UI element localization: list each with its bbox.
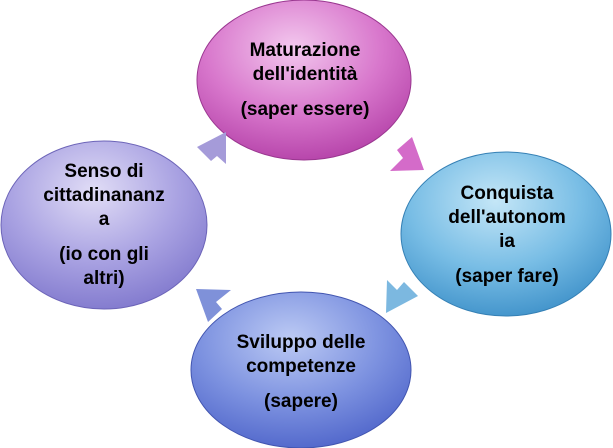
arrow-top-to-right (390, 137, 424, 171)
node-right-subtitle: (saper fare) (455, 265, 559, 287)
node-top-title-line-1: Maturazione (249, 39, 361, 61)
node-right-circle (400, 151, 612, 317)
node-left-subtitle-line-2: altri) (83, 267, 125, 289)
arrow-right-to-bottom (386, 280, 418, 313)
node-left-text: Senso di cittadinananz a (io con gli alt… (4, 150, 204, 300)
node-left-title-line-3: a (98, 208, 110, 230)
node-left-subtitle-line-1: (io con gli (59, 243, 149, 265)
node-right-text: Conquista dell'autonom ia (saper fare) (404, 170, 610, 300)
node-right-title-line-1: Conquista (460, 182, 554, 204)
node-bottom-title-line-1: Sviluppo delle (236, 331, 366, 353)
node-top-title-line-2: dell'identità (252, 63, 358, 85)
arrow-bottom-to-left (196, 289, 231, 322)
arrow-left-to-top (197, 132, 226, 164)
node-bottom-text: Sviluppo delle competenze (sapere) (194, 322, 408, 422)
node-bottom-title-line-2: competenze (246, 355, 356, 377)
node-left-title-line-1: Senso di (64, 160, 144, 182)
node-left-circle (0, 140, 208, 310)
node-right-title-line-3: ia (499, 230, 515, 252)
node-right-title-line-2: dell'autonom (448, 206, 566, 228)
node-top-subtitle: (saper essere) (240, 98, 370, 120)
node-bottom-circle (190, 291, 412, 448)
node-bottom-subtitle: (sapere) (264, 390, 338, 412)
node-left-title-line-2: cittadinananz (43, 184, 165, 206)
node-top-text: Maturazione dell'identità (saper essere) (200, 28, 410, 132)
node-top-circle (196, 0, 412, 161)
